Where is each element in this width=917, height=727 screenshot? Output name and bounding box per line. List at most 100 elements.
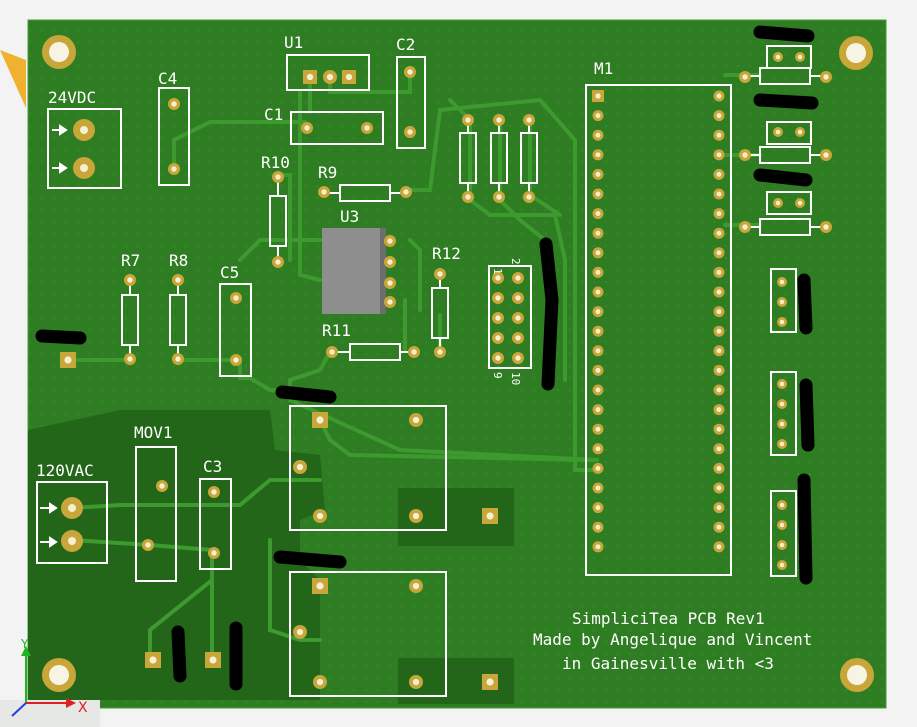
pad-hole	[159, 483, 165, 489]
pad-hole	[316, 582, 324, 590]
pad-hole	[387, 280, 393, 286]
pad-hole	[716, 387, 722, 393]
pad-hole	[716, 505, 722, 511]
pad-hole	[407, 69, 413, 75]
label-24vdc: 24VDC	[48, 88, 96, 107]
axis-gizmo: Y X	[0, 637, 100, 727]
pad-hole	[412, 582, 420, 590]
pad-hole	[716, 93, 722, 99]
pad-hole	[779, 522, 785, 528]
pad-hole	[716, 211, 722, 217]
pad-hole	[296, 463, 304, 471]
pad-hole	[595, 544, 601, 550]
pad-hole	[175, 277, 181, 283]
pad-hole	[437, 349, 443, 355]
label-c4: C4	[158, 69, 177, 88]
pad-hole	[306, 73, 314, 81]
pad-hole	[411, 349, 417, 355]
pad-hole	[526, 194, 532, 200]
pad-hole	[412, 678, 420, 686]
pad-hole	[486, 512, 494, 520]
pad-hole	[779, 562, 785, 568]
header-pin-2: 2	[509, 258, 522, 265]
pad-hole	[526, 117, 532, 123]
pad-hole	[595, 524, 601, 530]
pad-hole	[149, 656, 157, 664]
pad-hole	[407, 129, 413, 135]
pad-hole	[595, 485, 601, 491]
pad-hole	[437, 271, 443, 277]
pad-hole	[233, 357, 239, 363]
label-r8: R8	[169, 251, 188, 270]
pad-hole	[797, 54, 803, 60]
pad-hole	[171, 166, 177, 172]
pad-hole	[515, 335, 521, 341]
pad-hole	[823, 224, 829, 230]
pad-hole	[595, 211, 601, 217]
pad-hole	[304, 125, 310, 131]
pad-hole	[779, 279, 785, 285]
pad-hole	[779, 421, 785, 427]
pad-hole	[716, 348, 722, 354]
pad-hole	[716, 132, 722, 138]
pad-hole	[779, 381, 785, 387]
pad-hole	[716, 171, 722, 177]
header-pin-10: 10	[509, 372, 522, 385]
label-m1: M1	[594, 59, 613, 78]
pad-hole	[465, 117, 471, 123]
pad-hole	[716, 250, 722, 256]
pad-hole	[171, 101, 177, 107]
terminal-arrows	[40, 124, 68, 548]
pad-hole	[316, 512, 324, 520]
label-120vac: 120VAC	[36, 461, 94, 480]
pad-hole	[209, 656, 217, 664]
pad-hole	[80, 126, 88, 134]
pad-hole	[465, 194, 471, 200]
pad-hole	[595, 230, 601, 236]
pads	[60, 52, 832, 690]
label-mov1: MOV1	[134, 423, 173, 442]
label-c1: C1	[264, 105, 283, 124]
view-cube-corner[interactable]	[0, 50, 26, 108]
pad-hole	[742, 74, 748, 80]
pad-hole	[779, 319, 785, 325]
pad-hole	[145, 542, 151, 548]
pad-hole	[495, 315, 501, 321]
pad-hole	[515, 355, 521, 361]
pad-hole	[716, 289, 722, 295]
pad-hole	[595, 309, 601, 315]
pad-hole	[779, 441, 785, 447]
pad-hole	[211, 550, 217, 556]
pad-hole	[515, 295, 521, 301]
pad-hole	[412, 416, 420, 424]
pad-hole	[716, 446, 722, 452]
pad-hole	[329, 349, 335, 355]
pad-hole	[364, 125, 370, 131]
pad-hole	[496, 117, 502, 123]
u3-ic-body	[322, 228, 386, 314]
pad-hole	[486, 678, 494, 686]
pad-hole	[716, 230, 722, 236]
pad-hole	[321, 189, 327, 195]
pad-hole	[233, 295, 239, 301]
pad-hole	[515, 275, 521, 281]
pad-hole	[175, 356, 181, 362]
pad-hole	[595, 93, 601, 99]
pad-hole	[716, 544, 722, 550]
pad-hole	[326, 73, 334, 81]
credits-line-2: Made by Angelique and Vincent	[533, 630, 812, 649]
pad-hole	[412, 512, 420, 520]
credits-line-3: in Gainesville with <3	[562, 654, 774, 673]
pad-hole	[775, 54, 781, 60]
u3-ic-shade	[380, 228, 386, 314]
label-c2: C2	[396, 35, 415, 54]
pad-hole	[716, 113, 722, 119]
label-u3: U3	[340, 207, 359, 226]
pad-hole	[716, 367, 722, 373]
pad-hole	[595, 387, 601, 393]
pad-hole	[595, 250, 601, 256]
redaction-marks	[35, 25, 819, 691]
label-r12: R12	[432, 244, 461, 263]
credits-line-1: SimpliciTea PCB Rev1	[572, 609, 765, 628]
label-r7: R7	[121, 251, 140, 270]
